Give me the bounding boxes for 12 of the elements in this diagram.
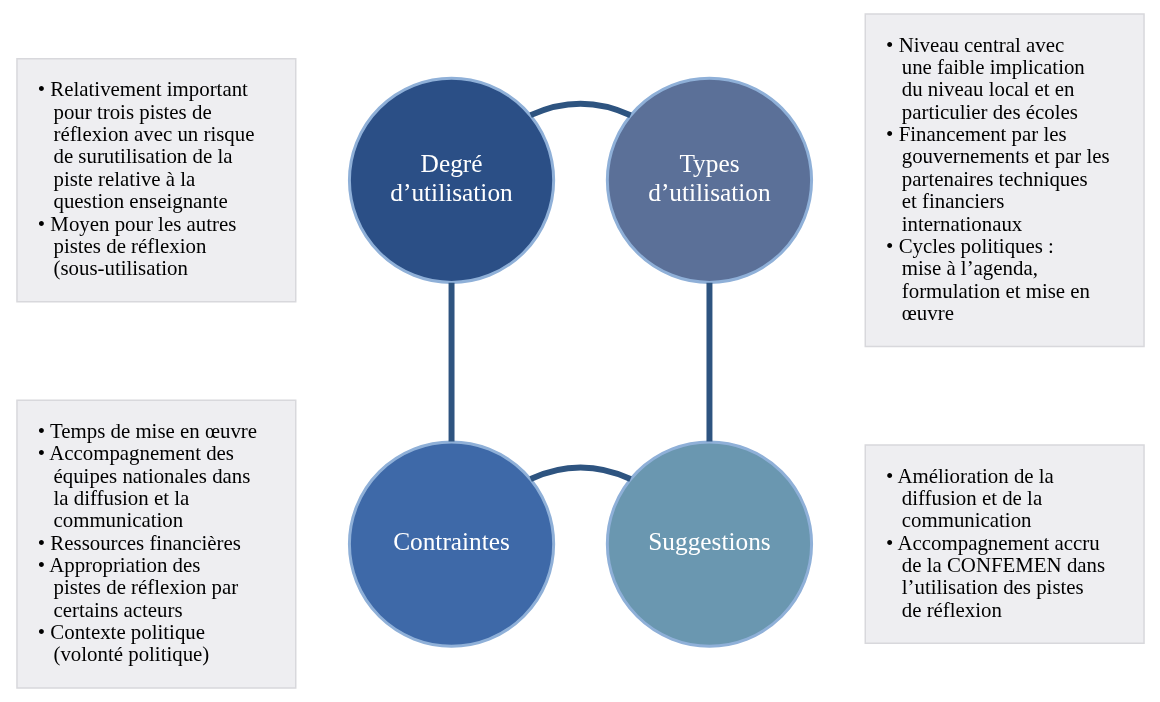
connector (528, 464, 632, 482)
node-box: • Amélioration de la diffusion et de la communication • Accompagnement accru de la CONFEMEN dans l’utilisation des pistes de réflexion (864, 444, 1145, 644)
node-circle: Degré d’utilisation (347, 76, 555, 284)
node-box: • Niveau central avec une faible implication du niveau local et en particulier des écoles • Financement par les gouvernements et par les partenaires techniques et financiers internationaux • Cycles politiques : mise à l’agenda, formulation et mise en œuvre (864, 13, 1145, 348)
connector (528, 100, 632, 118)
node-circle: Types d’utilisation (605, 76, 813, 284)
node-box: • Temps de mise en œuvre • Accompagnement des équipes nationales dans la diffusion et la communication • Ressources financières • Appropriation des pistes de réflexion par certains acteurs • Contexte politique (volonté politique) (15, 399, 296, 689)
node-circle: Suggestions (605, 440, 813, 648)
node-box: • Relativement important pour trois pistes de réflexion avec un risque de surutilisation de la piste relative à la question enseignante • Moyen pour les autres pistes de réflexion (sous-utilisation (15, 58, 296, 303)
node-circle: Contraintes (347, 440, 555, 648)
connector (448, 282, 455, 442)
connector (706, 282, 712, 442)
